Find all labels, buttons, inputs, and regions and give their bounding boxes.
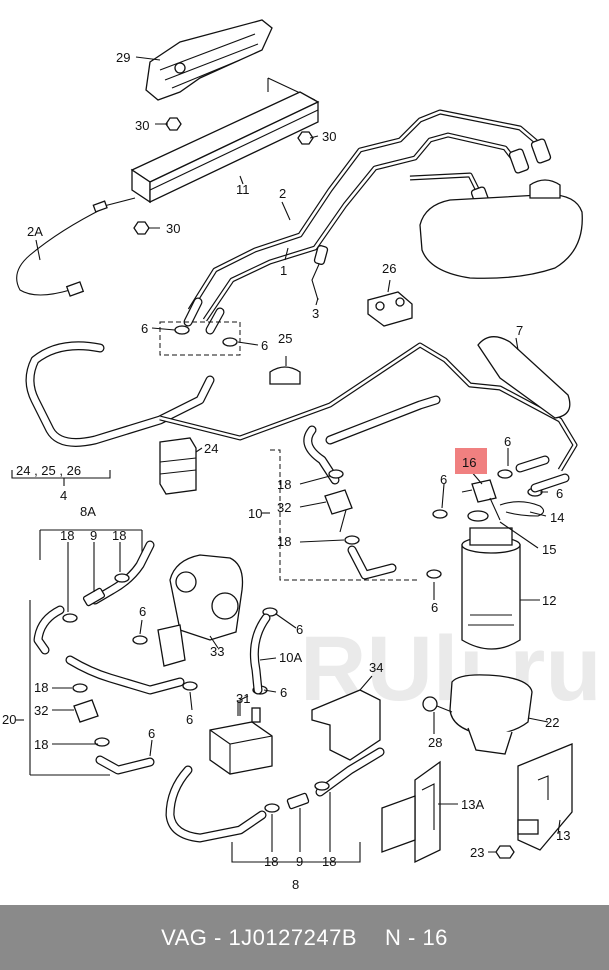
callout-18h: 18 xyxy=(322,854,336,869)
callout-10: 10 xyxy=(248,506,262,521)
callout-6a: 6 xyxy=(141,321,148,336)
callout-20: 20 xyxy=(2,712,16,727)
part-number: VAG - 1J0127247B xyxy=(161,924,357,950)
callout-9b: 9 xyxy=(296,854,303,869)
callout-15: 15 xyxy=(542,542,556,557)
non-return-valve-32b-icon xyxy=(72,683,110,747)
hose-group-8 xyxy=(165,747,385,863)
diagram-ref: N - 16 xyxy=(385,924,448,950)
temperature-sensor-2a xyxy=(16,197,136,297)
footer-bar: VAG - 1J0127247B N - 16 xyxy=(0,905,609,970)
clip-26-icon xyxy=(367,291,413,327)
callout-26: 26 xyxy=(382,261,396,276)
callout-labels: 29 30 30 11 30 2A 2 1 3 26 6 6 25 7 24 2… xyxy=(2,50,570,892)
callout-30b: 30 xyxy=(322,129,336,144)
non-return-valve-32-icon xyxy=(324,469,360,545)
callout-6g: 6 xyxy=(296,622,303,637)
hose-10a xyxy=(249,613,271,695)
callout-6i: 6 xyxy=(280,685,287,700)
callout-6k: 6 xyxy=(186,712,193,727)
callout-28: 28 xyxy=(428,735,442,750)
hose-end xyxy=(515,455,570,493)
bracket-13 xyxy=(517,743,573,851)
callout-18b: 18 xyxy=(277,534,291,549)
callout-10a: 10A xyxy=(279,650,302,665)
callout-24: 24 xyxy=(204,441,218,456)
callout-11: 11 xyxy=(236,182,250,197)
callout-8a: 8A xyxy=(80,504,96,519)
callout-9a: 9 xyxy=(90,528,97,543)
metering-pump-31 xyxy=(209,695,273,775)
callout-16: 16 xyxy=(462,455,476,470)
parts-diagram: RUli.ru xyxy=(2,19,602,892)
callout-6f: 6 xyxy=(139,604,146,619)
callout-22: 22 xyxy=(545,715,559,730)
fuel-pipes-1-2 xyxy=(183,109,542,335)
fuel-tank xyxy=(419,179,583,279)
callout-18g: 18 xyxy=(264,854,278,869)
callout-13a: 13A xyxy=(461,797,484,812)
non-return-valve-9b-icon xyxy=(264,781,330,813)
callout-2: 2 xyxy=(279,186,286,201)
callout-32a: 32 xyxy=(277,500,291,515)
filter-bracket-22 xyxy=(449,674,533,755)
callout-6e: 6 xyxy=(556,486,563,501)
callout-30c: 30 xyxy=(166,221,180,236)
seal-15-icon xyxy=(467,510,489,522)
clip-25-icon xyxy=(269,366,301,385)
callout-34: 34 xyxy=(369,660,383,675)
callout-18d: 18 xyxy=(112,528,126,543)
callout-13: 13 xyxy=(556,828,570,843)
group-8a-lines xyxy=(29,529,143,776)
group-10-box xyxy=(270,395,441,581)
leader-lines xyxy=(11,56,561,853)
connector-16-icon xyxy=(461,479,501,521)
hoses-8a xyxy=(33,540,185,775)
callout-18c: 18 xyxy=(60,528,74,543)
hose-assembly-4 xyxy=(25,341,578,472)
callout-18a: 18 xyxy=(277,477,291,492)
non-return-valve-9-icon xyxy=(62,573,130,623)
callout-29: 29 xyxy=(116,50,130,65)
highlight-16-box xyxy=(455,448,487,474)
callout-31: 31 xyxy=(236,691,250,706)
bolt-23-icon xyxy=(495,845,515,859)
bracket-34 xyxy=(311,689,381,761)
callout-8: 8 xyxy=(292,877,299,892)
callout-14: 14 xyxy=(550,510,564,525)
callout-30a: 30 xyxy=(135,118,149,133)
nut-30-icon xyxy=(133,117,314,235)
fuel-cooler-11 xyxy=(130,91,320,204)
callout-25: 25 xyxy=(278,331,292,346)
callout-12: 12 xyxy=(542,593,556,608)
fuel-filter-12 xyxy=(461,527,521,650)
callout-6h: 6 xyxy=(431,600,438,615)
hose-3 xyxy=(311,245,329,301)
callout-3: 3 xyxy=(312,306,319,321)
heat-shield-29 xyxy=(145,19,273,101)
callout-33: 33 xyxy=(210,644,224,659)
callout-6d: 6 xyxy=(440,472,447,487)
auxiliary-heater-33 xyxy=(157,554,244,667)
clip-24-icon xyxy=(159,437,197,495)
callout-32b: 32 xyxy=(34,703,48,718)
callout-4-list: 24 , 25 , 26 xyxy=(16,463,81,478)
callout-4: 4 xyxy=(60,488,67,503)
callout-1: 1 xyxy=(280,263,287,278)
protective-sleeve-7 xyxy=(477,336,571,419)
callout-18e: 18 xyxy=(34,680,48,695)
callout-2a: 2A xyxy=(27,224,43,239)
callout-7: 7 xyxy=(516,323,523,338)
hose-14 xyxy=(499,501,545,517)
clamp-6-icon xyxy=(159,321,241,356)
callout-6j: 6 xyxy=(148,726,155,741)
bracket-13a xyxy=(381,760,441,864)
callout-23: 23 xyxy=(470,845,484,860)
bolt-28-icon xyxy=(422,696,453,713)
callout-18f: 18 xyxy=(34,737,48,752)
callout-6c: 6 xyxy=(504,434,511,449)
callout-6b: 6 xyxy=(261,338,268,353)
